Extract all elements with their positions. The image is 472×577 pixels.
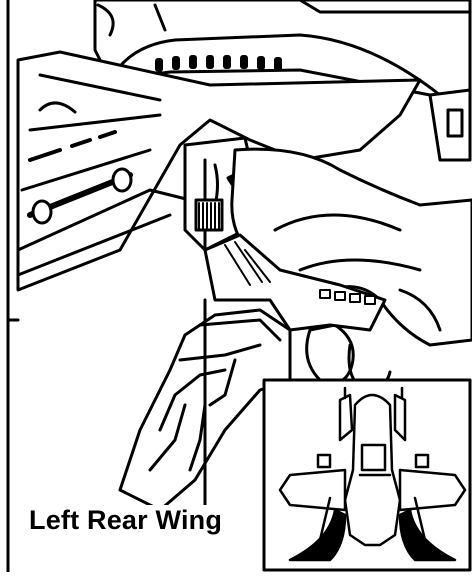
- part-caption: Left Rear Wing: [27, 505, 225, 536]
- panel-border: [6, 0, 20, 574]
- vehicle-deck: [16, 50, 422, 292]
- vehicle-top-view-icon: [278, 386, 467, 562]
- vehicle-body: [93, 0, 472, 162]
- left-rear-wing: [118, 233, 387, 512]
- inset-diagram: [262, 378, 472, 572]
